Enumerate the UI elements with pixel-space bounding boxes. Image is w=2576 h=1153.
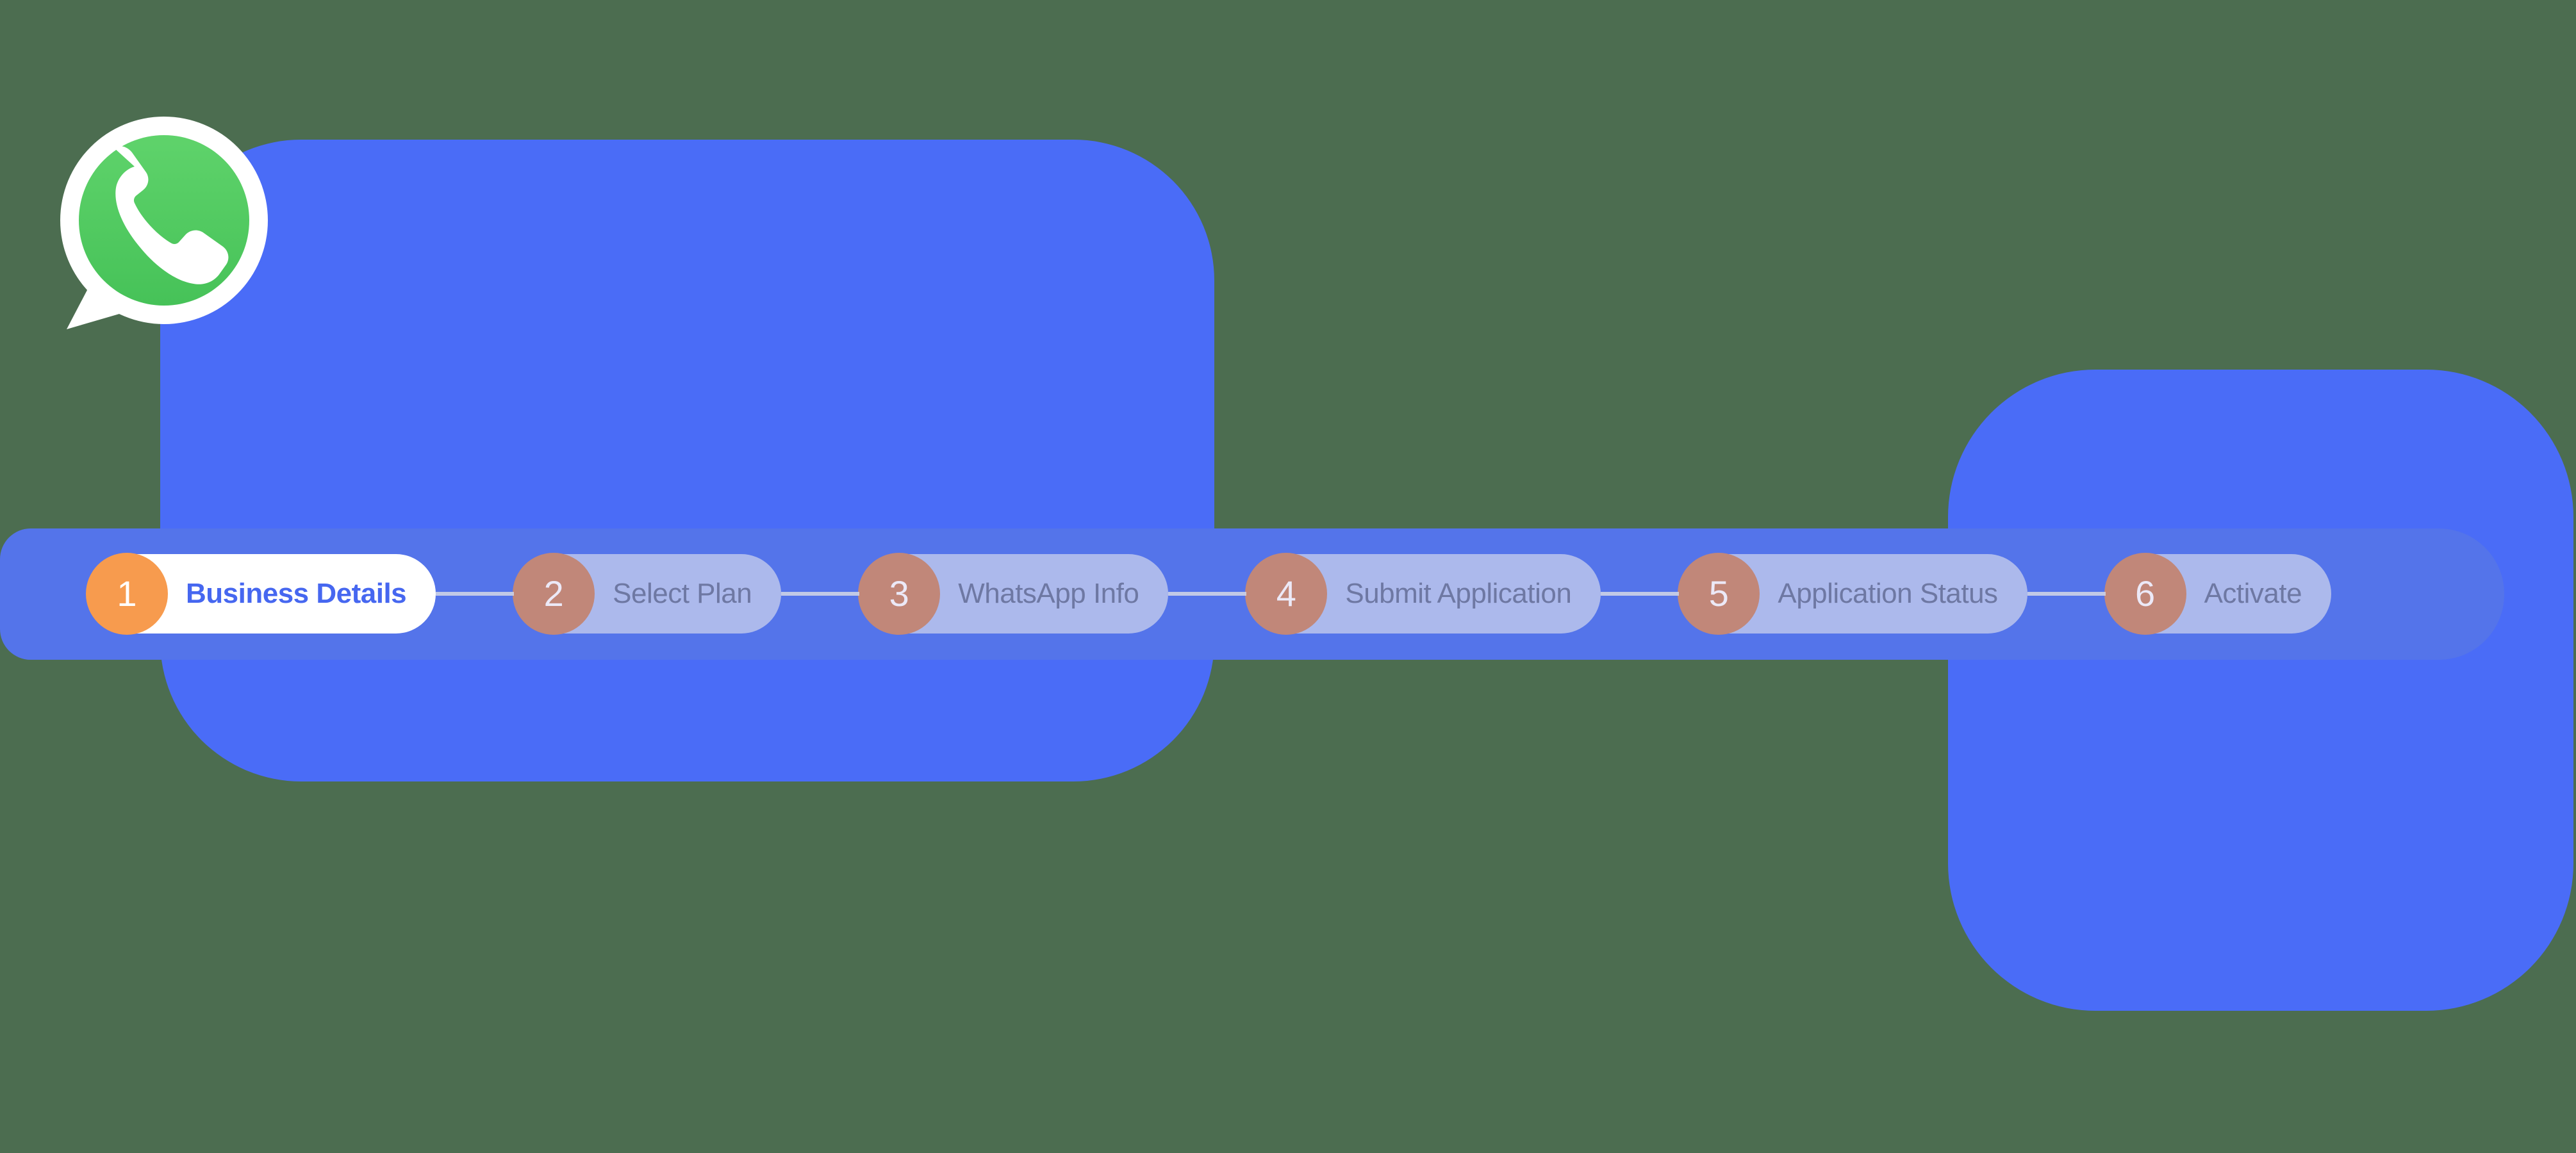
step-number-badge: 4 [1245,553,1328,635]
decorative-card-left [160,140,1214,781]
whatsapp-logo-svg [60,117,268,329]
step-label: Application Status [1778,578,1998,609]
stepper-step-business-details[interactable]: 1 Business Details [86,553,436,635]
step-label: Activate [2204,578,2302,609]
step-number-badge: 3 [858,553,941,635]
step-connector [436,592,515,596]
whatsapp-icon [45,104,278,337]
step-label: Select Plan [613,578,752,609]
stepper-step-activate[interactable]: 6 Activate [2104,553,2332,635]
stepper-step-select-plan[interactable]: 2 Select Plan [513,553,782,635]
step-connector [1601,592,1680,596]
stepper-step-submit-application[interactable]: 4 Submit Application [1245,553,1601,635]
step-label: Business Details [186,578,407,609]
step-number-badge: 5 [1678,553,1760,635]
step-connector [1168,592,1247,596]
stepper-step-whatsapp-info[interactable]: 3 WhatsApp Info [858,553,1169,635]
stepper-step-application-status[interactable]: 5 Application Status [1678,553,2027,635]
step-number-badge: 2 [513,553,595,635]
decorative-card-right [1948,370,2573,1011]
step-connector [781,592,860,596]
step-number-badge: 6 [2104,553,2186,635]
step-label: Submit Application [1345,578,1572,609]
step-label: WhatsApp Info [958,578,1139,609]
step-number-badge: 1 [86,553,168,635]
stepper: 1 Business Details 2 Select Plan 3 Whats… [86,553,2332,635]
step-connector [2027,592,2106,596]
